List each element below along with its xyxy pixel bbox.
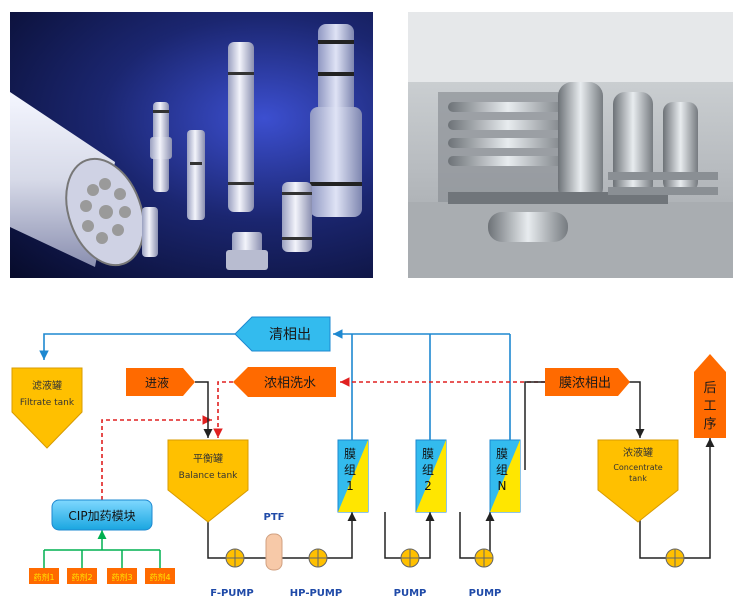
balance-tank: 平衡罐 Balance tank xyxy=(167,439,249,523)
f-pump-icon xyxy=(225,548,245,568)
membrane-concentrate-out-node: 膜浓相出 xyxy=(545,368,630,396)
concentrate-tank: 浓液罐 Concentrate tank xyxy=(597,439,679,523)
chemical-1: 药剂1 xyxy=(29,568,59,584)
hp-pump-label: HP-PUMP xyxy=(290,588,342,599)
feed-in-node: 进液 xyxy=(126,368,195,396)
ptf-filter: PTF xyxy=(264,512,285,571)
membrane-1-l2: 组 xyxy=(344,463,356,477)
pump-1-label: PUMP xyxy=(394,588,427,599)
membrane-2-l1: 膜 xyxy=(422,447,434,461)
membrane-2-l3: 2 xyxy=(424,479,432,493)
membrane-n-l3: N xyxy=(498,479,507,493)
chemical-4: 药剂4 xyxy=(145,568,175,584)
pump-2-label: PUMP xyxy=(469,588,502,599)
chemical-1-label: 药剂1 xyxy=(33,572,54,582)
filtrate-tank: 滤液罐 Filtrate tank xyxy=(11,367,83,449)
f-pump-label: F-PUMP xyxy=(210,588,253,599)
balance-tank-cn: 平衡罐 xyxy=(193,452,223,465)
concentrate-pump-icon xyxy=(665,548,685,568)
concentrate-tank-en: Concentrate xyxy=(613,463,662,472)
chemical-4-label: 药剂4 xyxy=(149,572,170,582)
balance-tank-en: Balance tank xyxy=(179,471,239,481)
filtrate-tank-en: Filtrate tank xyxy=(20,398,75,408)
membrane-module-2: 膜 组 2 xyxy=(415,439,447,513)
membrane-1-l1: 膜 xyxy=(344,447,356,461)
ceramic-membrane-photo xyxy=(10,12,373,278)
next-process-label-3: 序 xyxy=(703,417,716,432)
membrane-n-l1: 膜 xyxy=(496,447,508,461)
filtrate-tank-cn: 滤液罐 xyxy=(32,379,62,392)
cip-module-label: CIP加药模块 xyxy=(68,509,135,523)
pump-1-icon xyxy=(400,548,420,568)
membrane-module-n: 膜 组 N xyxy=(489,439,521,513)
hp-pump-icon xyxy=(308,548,328,568)
concentrate-wash-label: 浓相洗水 xyxy=(264,376,316,391)
clear-phase-out-label: 清相出 xyxy=(269,327,311,343)
membrane-2-l2: 组 xyxy=(422,463,434,477)
membrane-module-1: 膜 组 1 xyxy=(337,439,369,513)
pump-2-icon xyxy=(474,548,494,568)
chemical-3-label: 药剂3 xyxy=(111,572,132,582)
chemical-2: 药剂2 xyxy=(67,568,97,584)
concentrate-tank-en2: tank xyxy=(629,474,647,483)
membrane-plant-photo xyxy=(408,12,733,278)
next-process-label-1: 后 xyxy=(703,381,716,396)
concentrate-wash-node: 浓相洗水 xyxy=(233,367,336,397)
next-process-node: 后 工 序 xyxy=(694,354,726,438)
clear-phase-out-node: 清相出 xyxy=(234,316,331,352)
chemical-3: 药剂3 xyxy=(107,568,137,584)
membrane-n-l2: 组 xyxy=(496,463,508,477)
membrane-1-l3: 1 xyxy=(346,479,354,493)
feed-in-label: 进液 xyxy=(145,375,169,390)
concentrate-tank-cn: 浓液罐 xyxy=(623,446,653,459)
membrane-concentrate-out-label: 膜浓相出 xyxy=(559,376,611,391)
ptf-label: PTF xyxy=(264,512,285,523)
next-process-label-2: 工 xyxy=(703,399,716,414)
chemical-2-label: 药剂2 xyxy=(71,572,92,582)
process-flow-diagram: 清相出 进液 浓相洗水 膜浓相出 后 工 序 滤液罐 Filtrate tank… xyxy=(11,316,726,599)
cip-dosing-module: CIP加药模块 xyxy=(51,499,153,531)
